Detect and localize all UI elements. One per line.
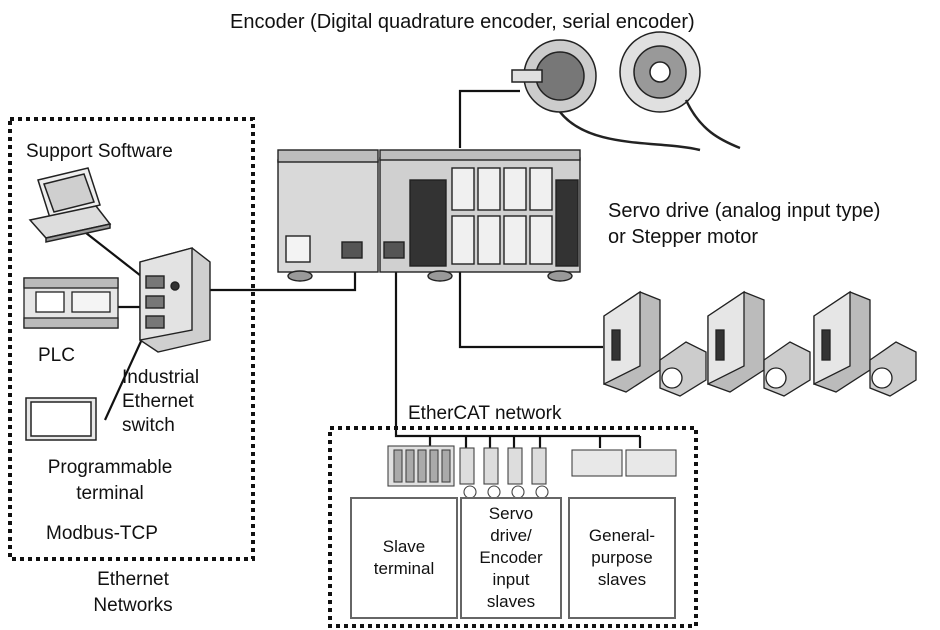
plc-label: PLC <box>38 345 75 366</box>
servo-slaves-line: Encoder <box>479 548 543 567</box>
servo-slaves-line: drive/ <box>490 526 532 545</box>
programmable-terminal-label-line1: Programmable <box>47 457 173 478</box>
ethernet-network-boundary <box>8 117 255 561</box>
slave-terminal-box: Slave terminal <box>350 497 458 619</box>
switch-label-line2: Ethernet <box>122 391 194 412</box>
controller-rack-icon <box>277 149 581 282</box>
ethercat-network-boundary <box>328 426 698 628</box>
switch-label-line1: Industrial <box>122 367 200 388</box>
ethercat-network-label: EtherCAT network <box>408 403 562 424</box>
ethernet-switch-icon <box>139 247 211 353</box>
encoder-icon <box>511 31 741 152</box>
general-purpose-line: General- <box>588 526 656 545</box>
general-purpose-slaves-box: General- purpose slaves <box>568 497 676 619</box>
servo-drive-group <box>603 290 917 397</box>
slave-terminal-line: terminal <box>373 559 435 578</box>
general-purpose-line: slaves <box>597 570 647 589</box>
servo-slaves-line: slaves <box>486 592 536 611</box>
laptop-icon <box>28 167 112 243</box>
servo-slaves-line: Servo <box>488 504 534 523</box>
servo-encoder-slaves-box: Servo drive/ Encoder input slaves <box>460 497 562 619</box>
programmable-terminal-label-line2: terminal <box>76 483 144 504</box>
servo-drive-label-line1: Servo drive (analog input type) <box>608 200 881 222</box>
servo-slaves-line: input <box>492 570 530 589</box>
support-software-label: Support Software <box>26 141 173 162</box>
slave-terminal-line: Slave <box>382 537 426 556</box>
plc-icon <box>23 277 119 329</box>
ethercat-slaves-icon <box>387 445 677 499</box>
programmable-terminal-icon <box>25 397 97 441</box>
ethernet-networks-label-line2: Networks <box>93 595 173 616</box>
ethernet-networks-label-line1: Ethernet <box>97 569 169 590</box>
servo-drive-label-line2: or Stepper motor <box>608 226 759 248</box>
modbus-label: Modbus-TCP <box>46 523 158 544</box>
general-purpose-line: purpose <box>591 548 653 567</box>
encoder-label: Encoder (Digital quadrature encoder, ser… <box>230 11 695 33</box>
switch-label-line3: switch <box>122 415 175 436</box>
